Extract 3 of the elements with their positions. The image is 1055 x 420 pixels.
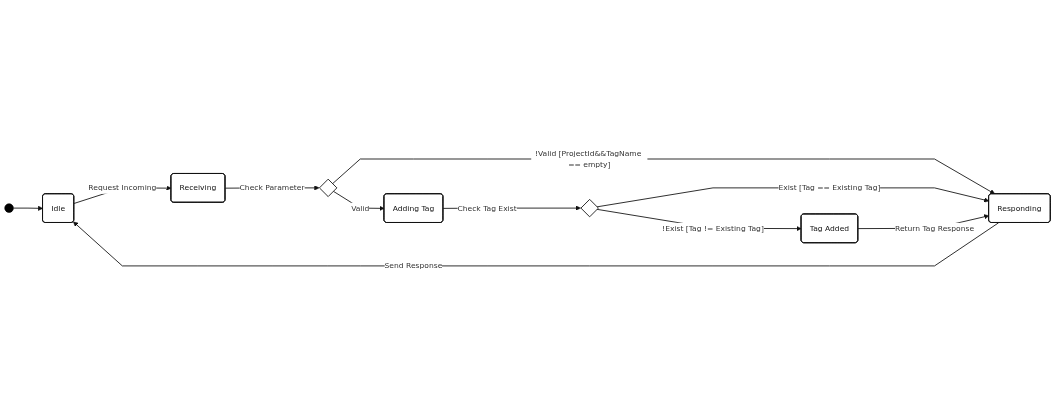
node-diamond bbox=[580, 199, 599, 218]
node-circle bbox=[4, 203, 14, 214]
node-diamond bbox=[319, 179, 338, 198]
